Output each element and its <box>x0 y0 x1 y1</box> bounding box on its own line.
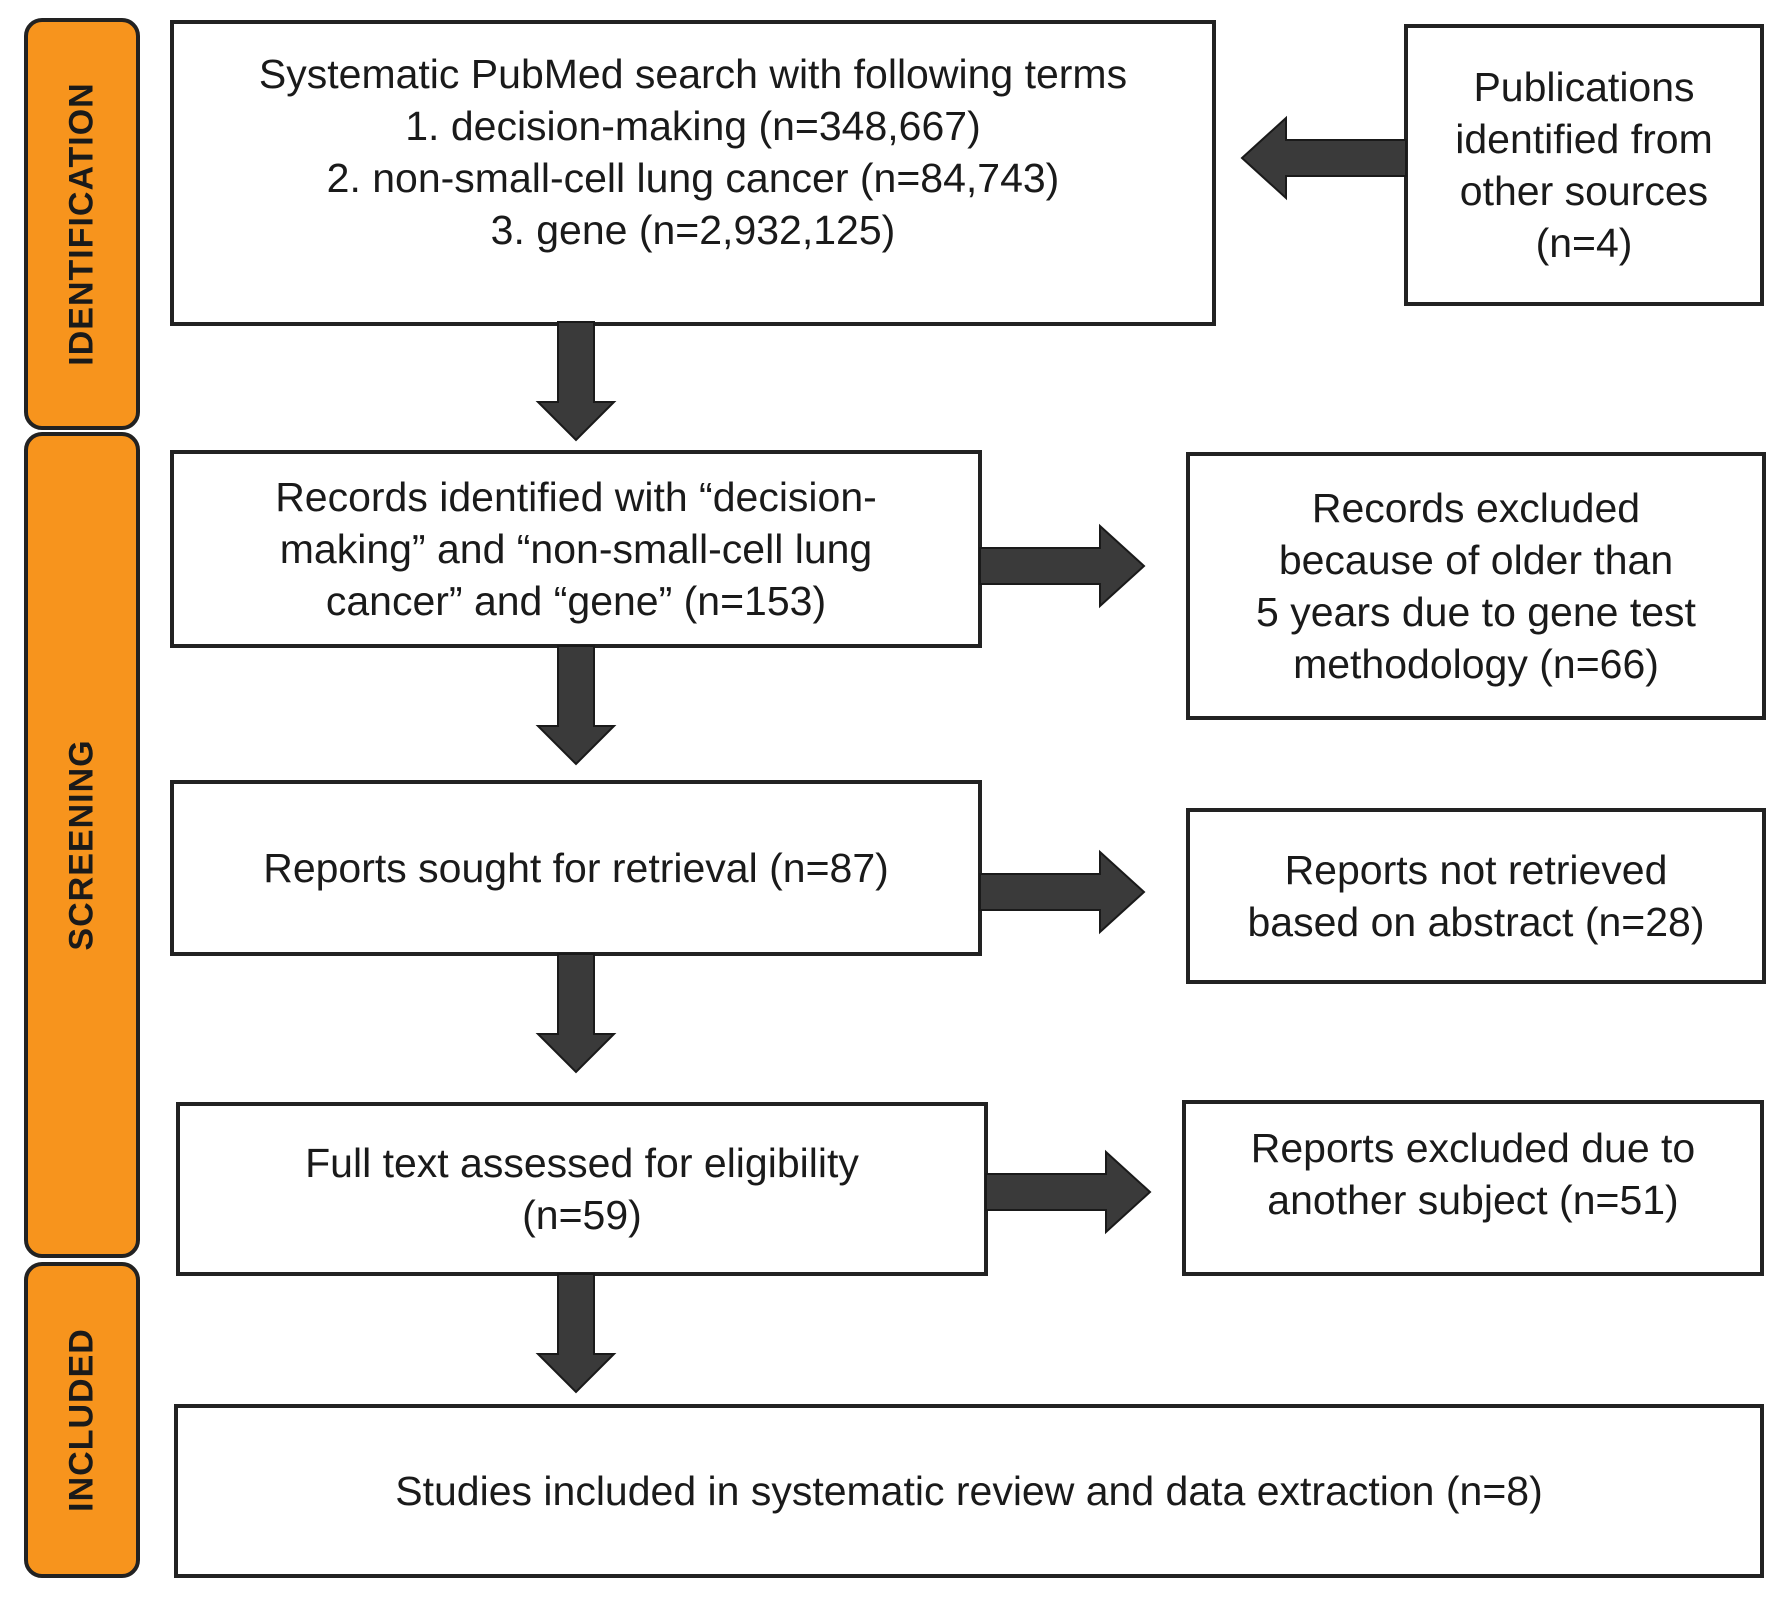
reports-excluded-line: another subject (n=51) <box>1267 1177 1679 1223</box>
records-identified-box: Records identified with “decision- makin… <box>170 450 982 648</box>
right-arrow-icon <box>985 1149 1152 1235</box>
records-excluded-line: methodology (n=66) <box>1293 641 1659 687</box>
records-excluded-box: Records excluded because of older than 5… <box>1186 452 1766 720</box>
reports-not-retrieved-line: Reports not retrieved <box>1284 847 1668 893</box>
search-box: Systematic PubMed search with following … <box>170 20 1216 326</box>
down-arrow-icon <box>535 321 617 442</box>
other-sources-line: (n=4) <box>1535 220 1633 266</box>
search-box-line: 2. non-small-cell lung cancer (n=84,743) <box>326 155 1060 201</box>
other-sources-box: Publications identified from other sourc… <box>1404 24 1764 306</box>
reports-excluded-box: Reports excluded due to another subject … <box>1182 1100 1764 1276</box>
stage-identification-label: IDENTIFICATION <box>62 82 101 366</box>
full-text-line: (n=59) <box>522 1192 642 1238</box>
down-arrow-icon <box>535 953 617 1074</box>
left-arrow-icon <box>1240 115 1407 201</box>
reports-sought-line: Reports sought for retrieval (n=87) <box>263 845 889 891</box>
down-arrow-icon <box>535 645 617 766</box>
search-box-line: Systematic PubMed search with following … <box>258 51 1128 97</box>
search-box-line: 1. decision-making (n=348,667) <box>405 103 981 149</box>
studies-included-box: Studies included in systematic review an… <box>174 1404 1764 1578</box>
stage-screening-label: SCREENING <box>62 739 101 951</box>
right-arrow-icon <box>979 523 1146 609</box>
reports-not-retrieved-box: Reports not retrieved based on abstract … <box>1186 808 1766 984</box>
right-arrow-icon <box>979 849 1146 935</box>
full-text-box: Full text assessed for eligibility (n=59… <box>176 1102 988 1276</box>
records-identified-line: cancer” and “gene” (n=153) <box>325 578 827 624</box>
stage-included-label: INCLUDED <box>62 1328 101 1512</box>
records-excluded-line: Records excluded <box>1311 485 1641 531</box>
studies-included-line: Studies included in systematic review an… <box>395 1468 1543 1514</box>
other-sources-line: identified from <box>1455 116 1713 162</box>
stage-identification: IDENTIFICATION <box>24 18 140 430</box>
records-identified-line: making” and “non-small-cell lung <box>279 526 873 572</box>
reports-sought-box: Reports sought for retrieval (n=87) <box>170 780 982 956</box>
records-excluded-line: because of older than <box>1278 537 1674 583</box>
records-excluded-line: 5 years due to gene test <box>1256 589 1696 635</box>
other-sources-line: Publications <box>1473 64 1695 110</box>
down-arrow-icon <box>535 1273 617 1394</box>
full-text-line: Full text assessed for eligibility <box>305 1140 859 1186</box>
records-identified-line: Records identified with “decision- <box>275 474 877 520</box>
search-box-line: 3. gene (n=2,932,125) <box>490 207 896 253</box>
stage-included: INCLUDED <box>24 1262 140 1578</box>
reports-excluded-line: Reports excluded due to <box>1250 1125 1696 1171</box>
other-sources-line: other sources <box>1459 168 1709 214</box>
reports-not-retrieved-line: based on abstract (n=28) <box>1247 899 1705 945</box>
stage-screening: SCREENING <box>24 432 140 1258</box>
